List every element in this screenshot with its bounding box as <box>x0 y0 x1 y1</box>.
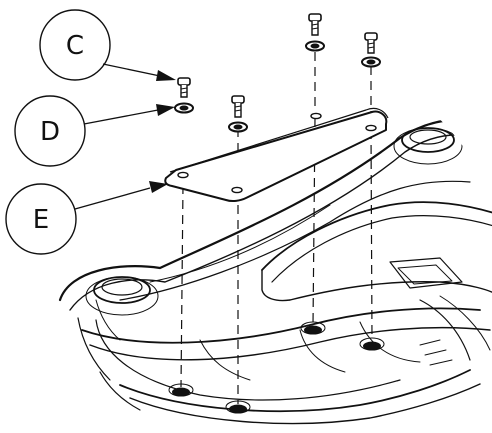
callout-e-label: E <box>33 205 49 235</box>
callout-d: D <box>14 95 175 167</box>
base-hole-2 <box>363 341 381 351</box>
callout-e-arrowhead <box>149 181 168 193</box>
screw-3 <box>305 13 325 52</box>
cover-plate <box>164 107 389 203</box>
washer-d <box>174 102 194 114</box>
callout-c: C <box>39 9 176 81</box>
base-housing <box>58 118 492 425</box>
callout-d-leader <box>83 109 159 125</box>
callout-c-arrowhead <box>156 70 176 81</box>
callout-e: E <box>5 181 168 255</box>
base-hole-1 <box>304 325 322 335</box>
base-mounting-holes <box>168 321 385 414</box>
base-hole-4 <box>229 404 247 414</box>
callout-c-bubble <box>39 9 111 81</box>
callout-c-label: C <box>66 31 84 61</box>
screw-4 <box>361 32 381 68</box>
callout-e-leader <box>74 187 151 210</box>
callout-d-arrowhead <box>156 104 175 116</box>
callout-d-bubble <box>14 95 86 167</box>
callout-e-bubble <box>5 183 77 255</box>
callout-c-leader <box>102 63 161 77</box>
base-hole-3 <box>172 387 190 397</box>
screw-c <box>177 77 191 98</box>
callout-d-label: D <box>40 117 60 147</box>
screw-2 <box>228 95 248 133</box>
